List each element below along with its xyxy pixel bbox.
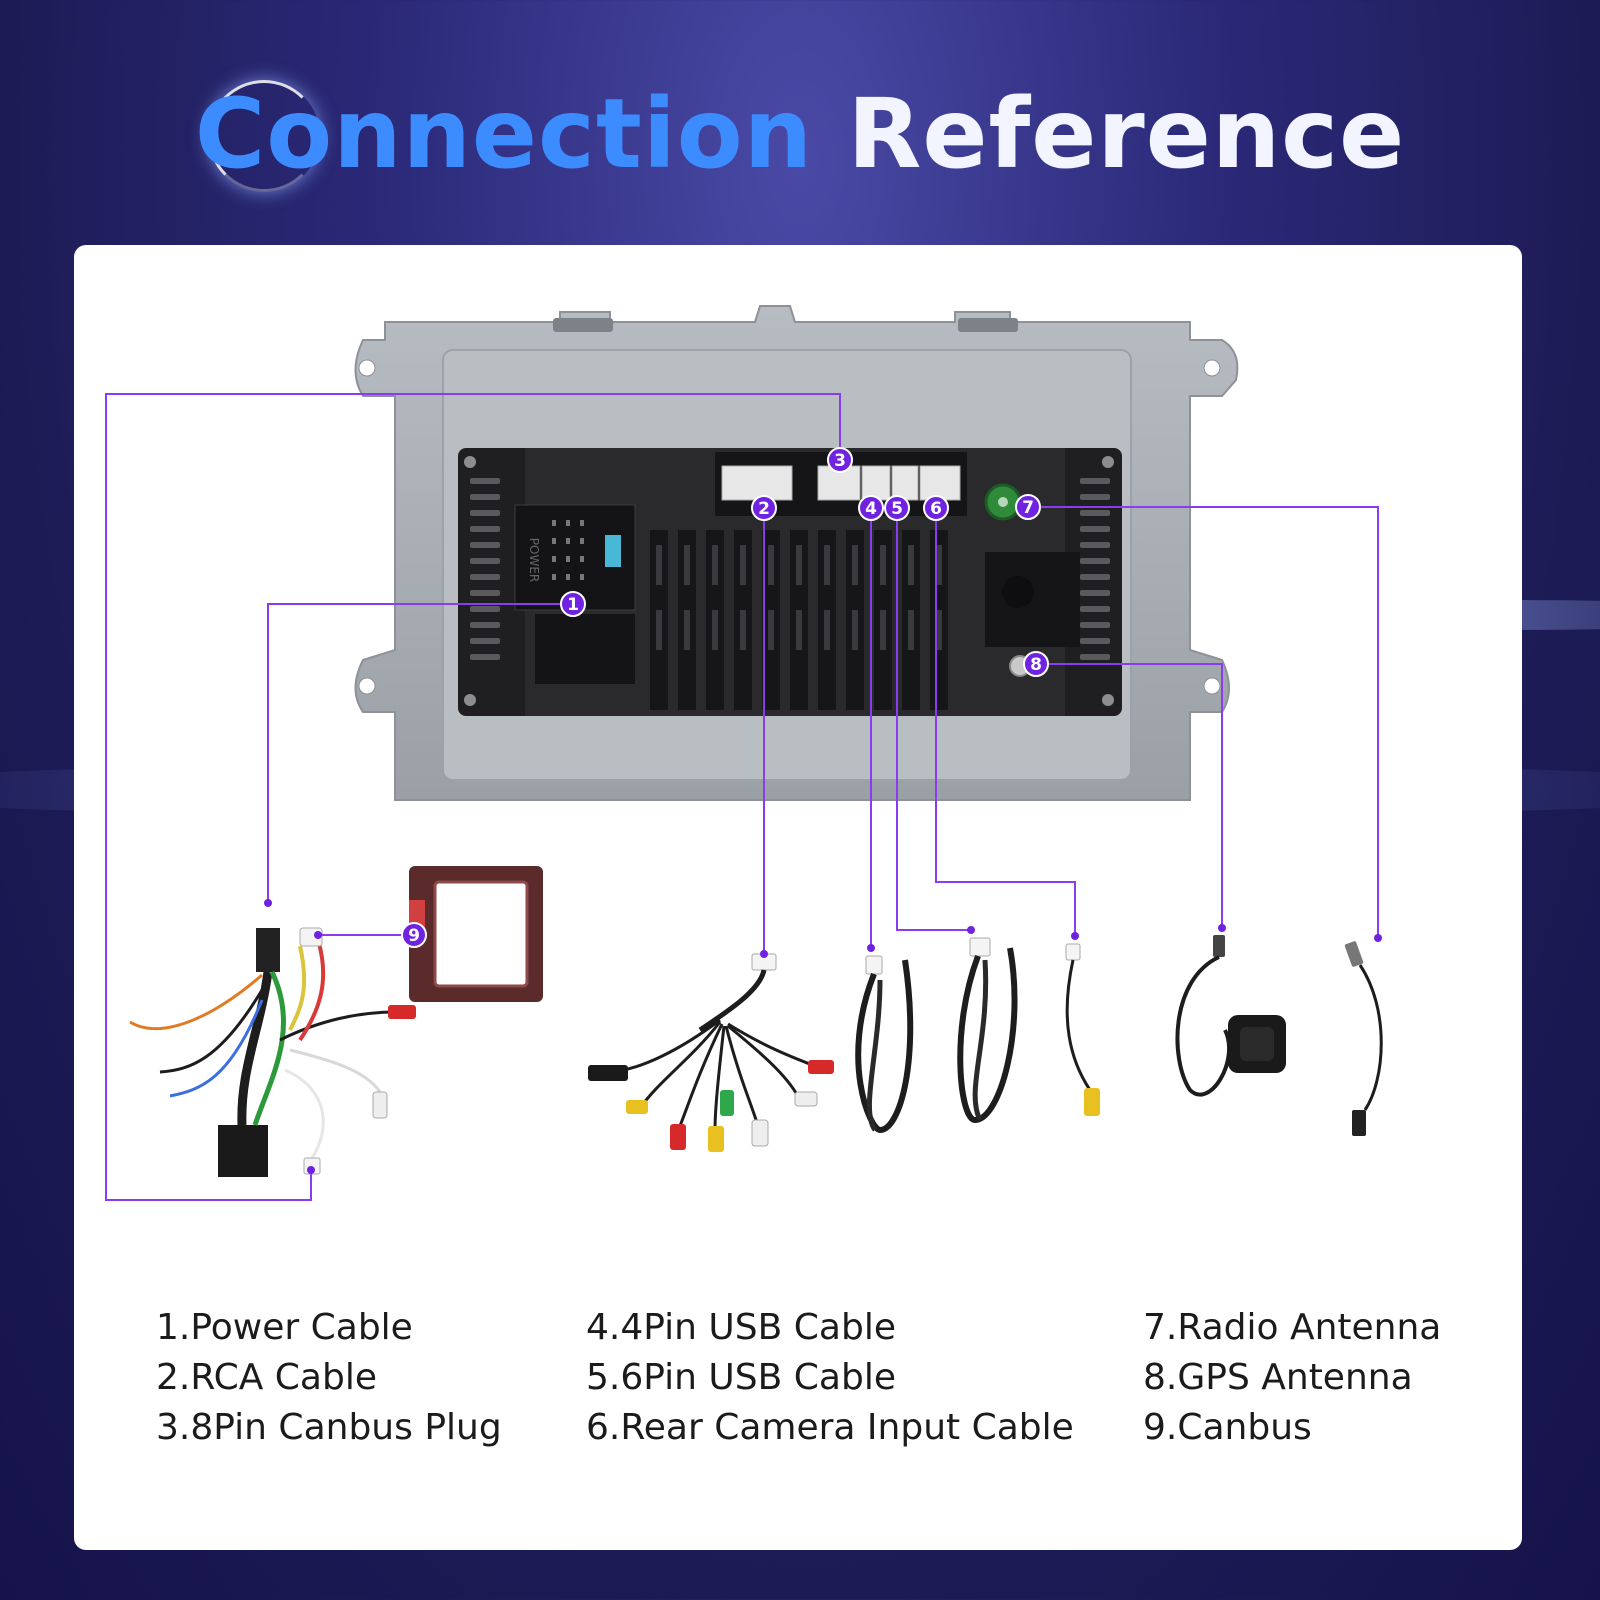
legend-item-rca-cable: 2.RCA Cable xyxy=(156,1357,377,1398)
rca-plug-white xyxy=(751,1119,769,1147)
title-word-reference: Reference xyxy=(847,78,1406,190)
callout-marker-7: 7 xyxy=(1015,494,1041,520)
screw xyxy=(1102,456,1114,468)
rca-plug-yellow xyxy=(1084,1088,1100,1116)
legend-item-gps-antenna: 8.GPS Antenna xyxy=(1143,1357,1413,1398)
title-ring-decoration xyxy=(208,80,320,192)
camera-port xyxy=(919,465,961,501)
callout-number: 7 xyxy=(1022,498,1034,518)
rca-plug-white xyxy=(372,1091,388,1119)
harness-head-bottom xyxy=(218,1125,268,1177)
leader-line-3 xyxy=(105,393,841,1201)
callout-number: 1 xyxy=(567,595,579,615)
legend-column-3: 7.Radio Antenna 8.GPS Antenna 9.Canbus xyxy=(1143,1303,1441,1453)
rca-cable xyxy=(588,953,834,1152)
title-word-connection: Connection xyxy=(194,78,814,190)
leader-endpoints xyxy=(264,899,1382,1174)
radio-antenna xyxy=(1344,941,1383,1136)
legend-item-canbus-plug: 3.8Pin Canbus Plug xyxy=(156,1407,502,1448)
callout-marker-8: 8 xyxy=(1023,651,1049,677)
power-connector-pins xyxy=(552,520,584,580)
leader-lines xyxy=(105,393,1379,1201)
screw xyxy=(464,456,476,468)
rca-plug-red xyxy=(670,1124,686,1150)
rca-port xyxy=(721,465,793,501)
screw xyxy=(464,694,476,706)
callout-marker-3: 3 xyxy=(827,447,853,473)
usb-6pin-cable xyxy=(957,937,1018,1124)
legend-item-rear-camera: 6.Rear Camera Input Cable xyxy=(586,1407,1074,1448)
legend-column-1: 1.Power Cable 2.RCA Cable 3.8Pin Canbus … xyxy=(156,1303,502,1453)
bracket-hole xyxy=(1203,677,1221,695)
callout-marker-2: 2 xyxy=(751,495,777,521)
callout-number: 8 xyxy=(1030,655,1042,675)
leader-line-7 xyxy=(1028,506,1379,938)
rear-camera-cable xyxy=(1065,943,1100,1116)
callout-number: 4 xyxy=(865,499,877,519)
leader-line-6 xyxy=(935,508,1076,936)
usb-4pin-port xyxy=(861,465,891,501)
fuse xyxy=(605,535,621,567)
usb-6pin-port xyxy=(891,465,919,501)
callout-marker-4: 4 xyxy=(858,495,884,521)
callout-number: 5 xyxy=(891,499,903,519)
leader-line-8 xyxy=(1036,663,1223,928)
legend-column-2: 4.4Pin USB Cable 5.6Pin USB Cable 6.Rear… xyxy=(586,1303,1074,1453)
leader-line-5 xyxy=(896,508,971,931)
head-unit-rear: POWER xyxy=(354,305,1239,801)
callout-number: 9 xyxy=(408,926,420,946)
module-port xyxy=(1002,576,1034,608)
usb-4pin-cable xyxy=(855,955,914,1134)
rca-plug-green xyxy=(720,1090,734,1116)
radio-antenna-port-core xyxy=(998,497,1008,507)
canbus-box xyxy=(409,866,543,1002)
rca-plug-yellow xyxy=(626,1100,648,1114)
callout-marker-6: 6 xyxy=(923,495,949,521)
bracket-hole xyxy=(1203,359,1221,377)
right-vent xyxy=(1080,478,1110,660)
screw xyxy=(1102,694,1114,706)
callout-marker-9: 9 xyxy=(401,922,427,948)
legend-item-radio-antenna: 7.Radio Antenna xyxy=(1143,1307,1442,1348)
callout-marker-1: 1 xyxy=(560,591,586,617)
bracket-hole xyxy=(358,359,376,377)
rca-plug-white xyxy=(794,1091,818,1107)
power-port-label: POWER xyxy=(527,538,541,582)
callout-marker-5: 5 xyxy=(884,495,910,521)
legend-item-4pin-usb: 4.4Pin USB Cable xyxy=(586,1307,896,1348)
rca-plug-black xyxy=(588,1065,628,1081)
legend-item-power-cable: 1.Power Cable xyxy=(156,1307,413,1348)
page-title: Connection Reference xyxy=(0,78,1600,190)
callout-number: 2 xyxy=(758,499,770,519)
rca-plug-red xyxy=(388,1005,416,1019)
power-harness xyxy=(129,927,416,1177)
gps-antenna xyxy=(1175,935,1286,1097)
callout-number: 3 xyxy=(834,451,846,471)
rca-plug-red xyxy=(808,1060,834,1074)
bracket-tab-left xyxy=(553,318,613,332)
harness-head-top xyxy=(256,928,280,972)
bracket-hole xyxy=(358,677,376,695)
callout-number: 6 xyxy=(930,499,942,519)
power-connector-lower xyxy=(535,614,635,684)
rca-plug-yellow xyxy=(708,1126,724,1152)
fin-slots xyxy=(656,545,942,650)
module-box xyxy=(985,552,1080,647)
left-vent xyxy=(470,478,500,660)
leader-line-1 xyxy=(267,603,573,903)
legend-item-6pin-usb: 5.6Pin USB Cable xyxy=(586,1357,896,1398)
legend-item-canbus: 9.Canbus xyxy=(1143,1407,1312,1448)
bracket-tab-right xyxy=(958,318,1018,332)
